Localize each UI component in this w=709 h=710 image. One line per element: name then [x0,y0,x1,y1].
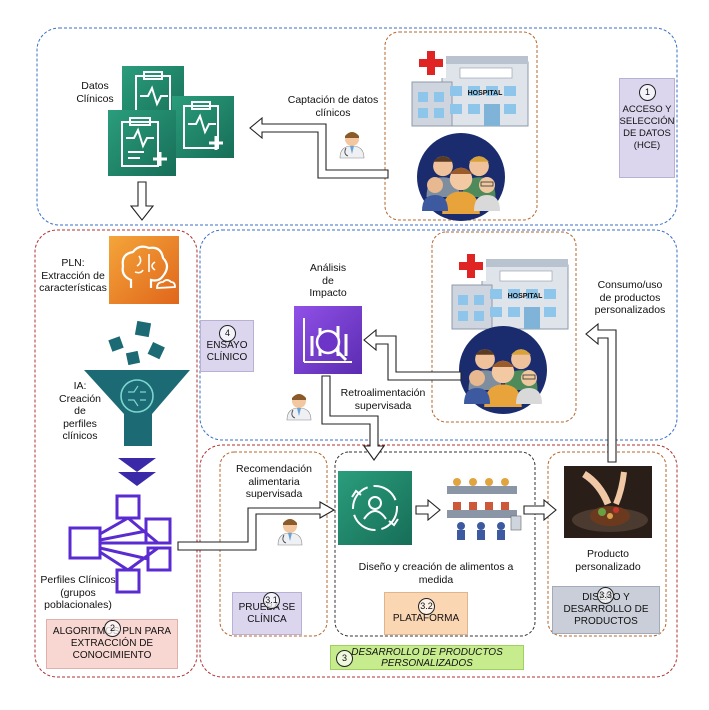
step-33-number: 3.3 [597,587,614,604]
impact-analysis-icon [294,306,362,374]
label-perfiles: Perfiles Clínicos (grupos poblacionales) [40,574,116,611]
arrow-data-to-pln [129,181,155,221]
step-33-border [547,451,667,637]
step-31-number: 3.1 [263,592,280,609]
hospital-box-1-border [384,31,538,221]
step-3-number: 3 [336,650,353,667]
arrow-platform-to-factory [415,498,441,522]
label-datos-clinicos: Datos Clínicos [76,80,114,105]
network-icon [68,494,172,594]
step-1-label: ACCESO Y SELECCIÓN DE DATOS (HCE) [619,104,675,151]
doctor-figure-3-icon [277,518,303,546]
step-2-label: ALGORITMOS PLN PARA EXTRACCIÓN DE CONOCI… [52,626,172,661]
region-3-border [199,444,678,678]
ai-funnel-icon [84,370,190,446]
arrow-consumo [585,322,617,463]
arrow-captacion [249,116,389,179]
step-3-label: DESARROLLO DE PRODUCTOS PERSONALIZADOS [351,646,503,669]
hospital-building-2-icon [451,251,569,330]
doctor-figure-2-icon [286,393,312,421]
step-1-number: 1 [639,84,656,101]
step-32-label: PLATAFORMA [392,612,460,624]
platform-icon [338,471,412,545]
label-captacion: Captación de datos clínicos [287,94,379,119]
step-4-number: 4 [219,325,236,342]
label-producto: Producto personalizado [575,548,641,573]
hospital-building-1-icon [411,48,529,127]
arrow-network-to-platform [177,501,336,551]
label-analisis: Análisis de Impacto [309,262,347,299]
step-32-number: 3.2 [418,598,435,615]
label-recomendacion: Recomendación alimentaria supervisada [236,463,312,500]
clinical-data-icon [108,66,234,176]
personalized-food-photo [564,466,652,538]
label-consumo: Consumo/uso de productos personalizados [594,279,666,316]
brain-icon [109,236,179,304]
label-ia: IA: Creación de perfiles clínicos [58,380,102,442]
doctor-figure-1-icon [339,131,365,159]
step-1-box: ACCESO Y SELECCIÓN DE DATOS (HCE) [619,78,675,178]
step-32-border [334,451,536,637]
population-group-1-icon [417,133,505,221]
label-diseno: Diseño y creación de alimentos a medida [358,561,514,586]
region-1-border [36,27,678,226]
step-3-box: DESARROLLO DE PRODUCTOS PERSONALIZADOS [330,645,524,670]
data-particles-icon [108,320,165,366]
label-retroalimentacion: Retroalimentación supervisada [340,387,426,412]
arrow-to-analysis [363,328,462,381]
food-production-icon [447,478,522,540]
arrow-retroalimentacion [321,375,386,461]
hospital-sign-1: HOSPITAL [467,90,503,97]
step-31-label: PRUEBA SE CLÍNICA [238,601,296,625]
hospital-sign-2: HOSPITAL [507,293,543,300]
hospital-box-2-border [431,231,577,423]
region-4-border [199,229,678,441]
label-pln: PLN: Extracción de características [39,257,107,294]
double-down-arrow-icon [118,458,156,486]
step-4-label: ENSAYO CLÍNICO [206,340,248,363]
arrows [129,116,617,551]
population-group-2-icon [459,326,547,414]
step-2-number: 2 [104,620,121,637]
arrow-factory-to-food [523,498,557,522]
